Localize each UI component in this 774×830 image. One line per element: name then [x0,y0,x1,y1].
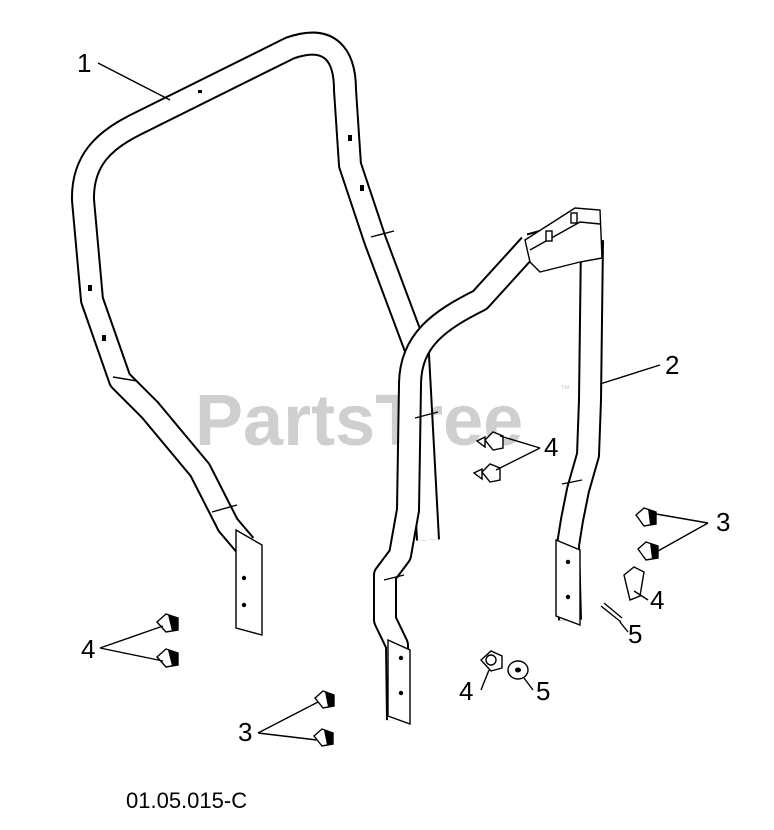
bolts-bottom[interactable] [313,690,335,747]
callout-3-right: 3 [716,507,730,537]
watermark-text: PartsTree [195,381,523,461]
diagram-reference-code: 01.05.015-C [126,788,247,813]
bolts-right[interactable] [635,507,659,561]
callout-4-right: 4 [650,585,664,615]
cotter-pin-right[interactable] [600,602,623,623]
callout-4-left: 4 [81,634,95,664]
washer-bottom[interactable] [507,660,529,680]
clevis-pins-center[interactable] [472,431,504,483]
callout-2: 2 [665,350,679,380]
watermark-trademark: ™ [560,384,570,395]
callout-5-bottom: 5 [536,676,550,706]
callout-5-right: 5 [628,619,642,649]
bolt-bottom[interactable] [480,650,503,672]
callout-1: 1 [77,48,91,78]
callout-4-bottom: 4 [459,676,473,706]
bolts-left[interactable] [156,613,179,668]
callout-4-center: 4 [544,432,558,462]
leader-lines [97,62,709,741]
clevis-pin-right[interactable] [623,566,645,601]
part-1-upper-frame[interactable] [71,31,440,636]
part-2-lower-frame[interactable] [373,207,604,725]
callout-3-bottom: 3 [238,717,252,747]
